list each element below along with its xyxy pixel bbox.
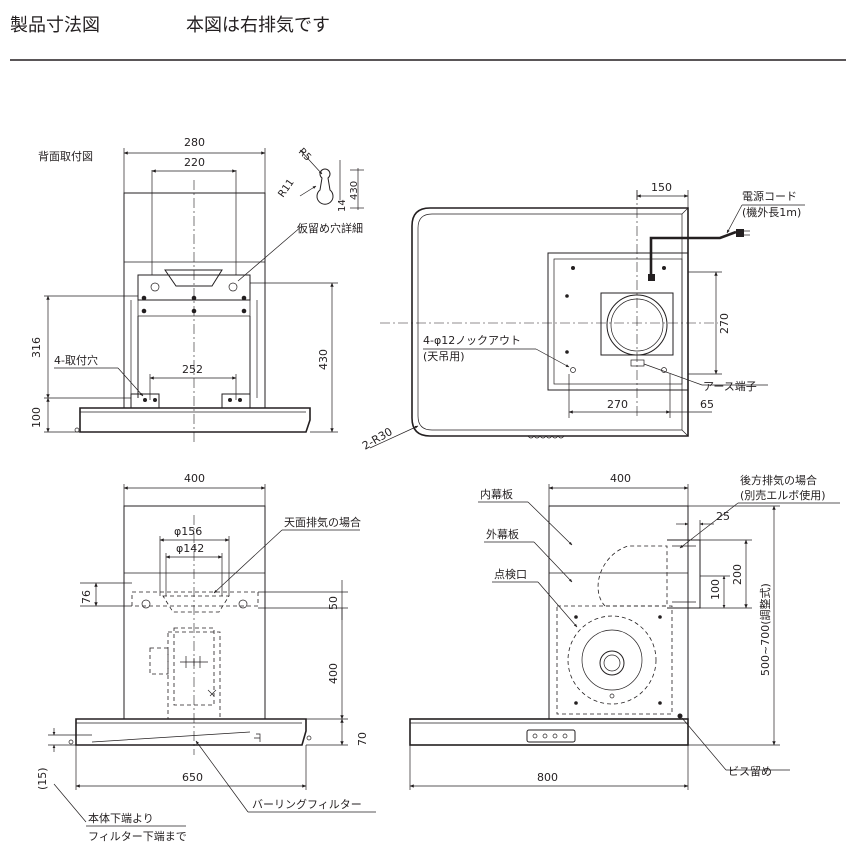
dim-200: 200 — [731, 564, 744, 585]
hood-body-back — [79, 407, 311, 433]
dim-270-h: 270 — [607, 398, 628, 411]
dim-100: 100 — [30, 407, 43, 428]
dim-50: 50 — [327, 596, 340, 610]
bottom-note-1: 本体下端より — [88, 811, 154, 825]
mount-hole-label: 4-取付穴 — [54, 353, 98, 367]
back-view-label: 背面取付図 — [38, 149, 93, 163]
dim-150: 150 — [651, 181, 672, 194]
top-view: 電源コード (機外長1m) 150 270 270 65 4-φ12ノックアウト… — [360, 181, 805, 453]
dim-25: 25 — [716, 510, 730, 523]
hood-top-outline — [411, 207, 689, 437]
top-exhaust-label: 天面排気の場合 — [284, 515, 361, 529]
back-mounting-view: 背面取付図 280 — [30, 136, 364, 445]
duct-box-top — [547, 252, 689, 391]
bottom-note-2: フィルター下端まで — [88, 830, 187, 843]
filter-label: バーリングフィルター — [252, 797, 362, 811]
cord-label-2: (機外長1m) — [742, 205, 801, 219]
control-panel — [526, 729, 576, 743]
side-view: 400 内幕板 外幕板 点検口 後方排気の場合 (別売エルボ使用) 25 200… — [409, 472, 840, 790]
rear-exhaust-label-1: 後方排気の場合 — [740, 473, 817, 487]
dim-220: 220 — [184, 156, 205, 169]
earth-terminal — [630, 359, 645, 367]
page-subtitle: 本図は右排気です — [186, 15, 330, 36]
knockout-label-2: (天吊用) — [423, 350, 465, 363]
dim-phi156: φ156 — [174, 525, 202, 538]
inspection-label: 点検口 — [494, 567, 527, 581]
cord-label-1: 電源コード — [742, 189, 797, 203]
dim-14: 14 — [337, 199, 348, 212]
dim-400-side: 400 — [610, 472, 631, 485]
dim-430: 430 — [317, 349, 330, 370]
inner-panel-label: 内幕板 — [480, 487, 513, 501]
corner-label: 2-R30 — [360, 425, 395, 453]
page-title: 製品寸法図 — [10, 15, 100, 36]
hood-body-side — [409, 718, 689, 746]
duct-cover-side — [548, 505, 689, 720]
dim-65: 65 — [700, 398, 714, 411]
dim-270-v: 270 — [718, 313, 731, 334]
dim-phi142: φ142 — [176, 542, 204, 555]
dim-800: 800 — [537, 771, 558, 784]
knockout-label-1: 4-φ12ノックアウト — [423, 334, 521, 347]
hole-detail-label: 仮留め穴詳細 — [297, 221, 363, 235]
earth-label: アース端子 — [703, 380, 757, 393]
outer-panel-label: 外幕板 — [486, 527, 519, 541]
dim-70-front: 70 — [356, 732, 369, 746]
screw-label: ビス留め — [728, 765, 772, 778]
fan-circle — [567, 615, 657, 705]
dim-400-front-v: 400 — [327, 663, 340, 684]
keyhole-detail: R5 R11 14 430 仮留め穴詳細 — [237, 146, 364, 282]
dim-100-side: 100 — [709, 579, 722, 600]
dim-adjust: 500~700(調整式) — [758, 583, 772, 676]
dim-76: 76 — [80, 590, 93, 604]
rear-exhaust-label-2: (別売エルボ使用) — [740, 489, 826, 502]
dim-316: 316 — [30, 337, 43, 358]
front-view: 400 φ156 φ142 天面排気の場合 76 50 400 70 — [36, 472, 376, 843]
dim-430-small: 430 — [349, 181, 360, 200]
dim-252: 252 — [182, 363, 203, 376]
power-cord — [649, 230, 737, 277]
dim-15: (15) — [36, 767, 49, 790]
dim-280: 280 — [184, 136, 205, 149]
hood-body-front — [75, 718, 307, 746]
dim-400-front: 400 — [184, 472, 205, 485]
dim-r11: R11 — [276, 177, 296, 199]
dim-650: 650 — [182, 771, 203, 784]
